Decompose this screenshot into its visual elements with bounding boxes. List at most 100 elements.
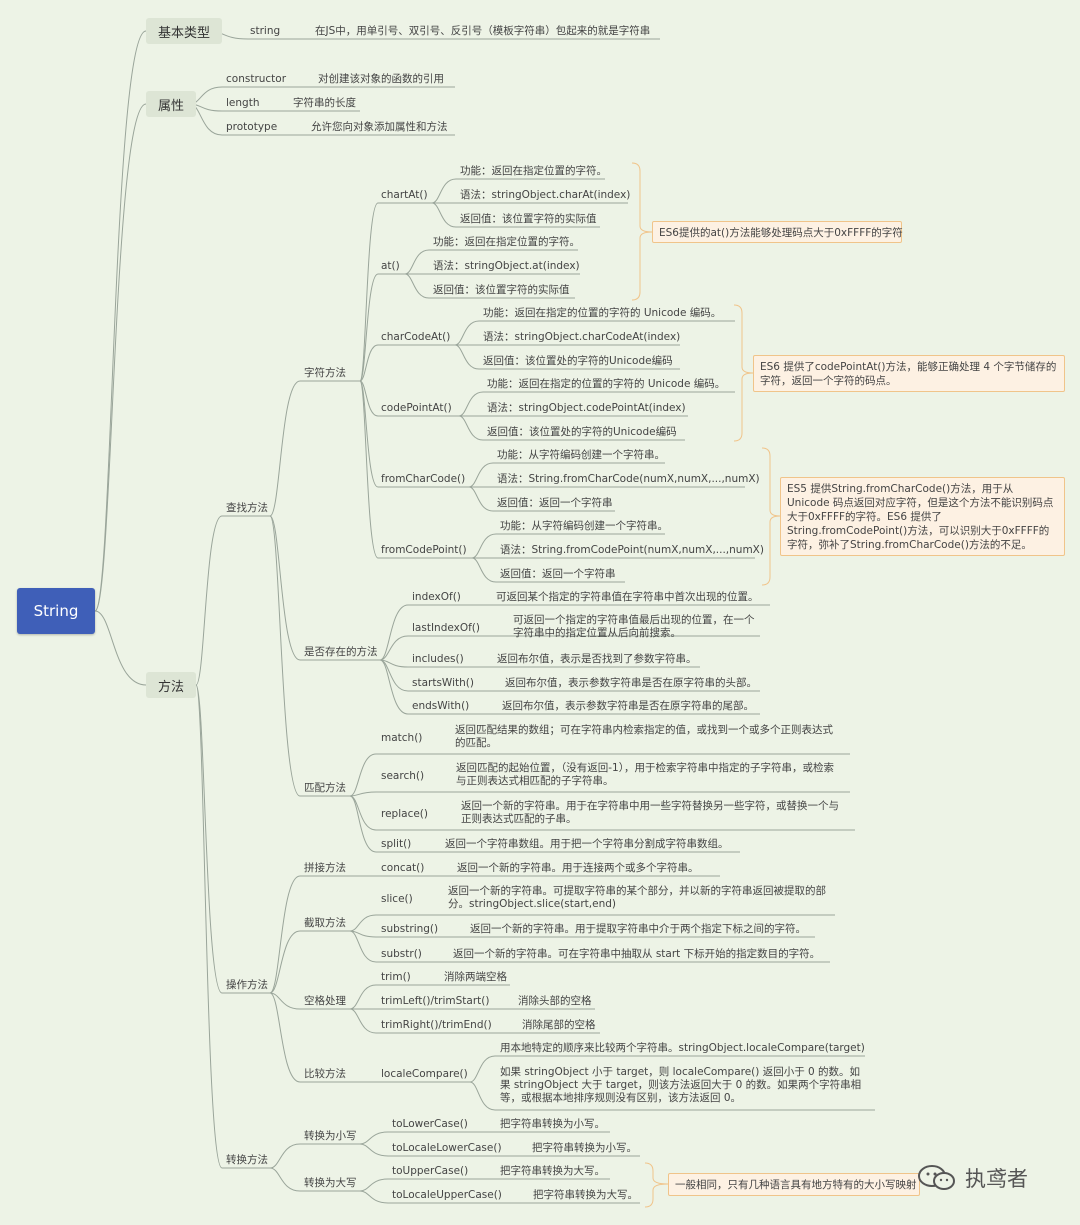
method-syntax: 语法：String.fromCharCode(numX,numX,...,num… xyxy=(497,473,760,485)
method-name[interactable]: search() xyxy=(381,770,425,782)
method-desc: 返回匹配结果的数组；可在字符串内检索指定的值，或找到一个或多个正则表达式的匹配。 xyxy=(455,724,833,749)
connector-line xyxy=(94,610,196,686)
method-name[interactable]: toUpperCase() xyxy=(392,1165,469,1177)
node-char-methods[interactable]: 字符方法 xyxy=(304,367,346,379)
method-name[interactable]: codePointAt() xyxy=(381,402,452,414)
prop-key: prototype xyxy=(226,121,278,133)
connector-line xyxy=(349,791,850,797)
method-name[interactable]: substr() xyxy=(381,948,422,960)
root-node[interactable]: String xyxy=(17,588,95,634)
method-func: 功能：返回在指定位置的字符。 xyxy=(433,236,580,248)
connector-line xyxy=(269,1143,360,1169)
method-name[interactable]: slice() xyxy=(381,893,413,905)
node-upper-methods[interactable]: 转换为大写 xyxy=(304,1177,357,1189)
method-name[interactable]: includes() xyxy=(412,653,464,665)
node-lower-methods[interactable]: 转换为小写 xyxy=(304,1130,357,1142)
method-desc: 把字符串转换为大写。 xyxy=(500,1165,605,1177)
connector-line xyxy=(349,914,835,932)
node-basic-type[interactable]: 基本类型 xyxy=(146,18,223,44)
connector-line xyxy=(471,557,625,583)
connector-line xyxy=(404,273,575,299)
method-name[interactable]: trimLeft()/trimStart() xyxy=(381,995,490,1007)
method-desc: 把字符串转换为大写。 xyxy=(533,1189,638,1201)
connector-line xyxy=(454,320,735,346)
method-name[interactable]: substring() xyxy=(381,923,439,935)
method-name[interactable]: trimRight()/trimEnd() xyxy=(381,1019,492,1031)
node-compare-methods[interactable]: 比较方法 xyxy=(304,1068,346,1080)
connector-line xyxy=(349,930,815,938)
basic-key: string xyxy=(250,25,281,37)
note-es5-fromcharcode: ES5 提供String.fromCharCode()方法，用于从 Unicod… xyxy=(780,477,1065,556)
connector-line xyxy=(733,304,754,442)
method-return: 返回值：该位置处的字符的Unicode编码 xyxy=(487,426,677,438)
method-syntax: 语法：stringObject.charCodeAt(index) xyxy=(483,331,681,343)
connector-line xyxy=(471,533,665,559)
connector-line xyxy=(359,1190,640,1204)
method-desc: 返回一个新的字符串。可提取字符串的某个部分，并以新的字符串返回被提取的部分。st… xyxy=(448,885,826,910)
method-name[interactable]: fromCodePoint() xyxy=(381,544,467,556)
prop-desc: 对创建该对象的函数的引用 xyxy=(318,73,444,85)
method-name[interactable]: localeCompare() xyxy=(381,1068,468,1080)
connector-line xyxy=(458,391,735,417)
connector-line xyxy=(404,249,578,275)
prop-desc: 字符串的长度 xyxy=(293,97,356,109)
method-name[interactable]: endsWith() xyxy=(412,700,470,712)
node-slice-methods[interactable]: 截取方法 xyxy=(304,917,346,929)
connector-line xyxy=(359,1143,640,1157)
node-concat-methods[interactable]: 拼接方法 xyxy=(304,862,346,874)
method-name[interactable]: concat() xyxy=(381,862,425,874)
method-name[interactable]: toLocaleUpperCase() xyxy=(392,1189,502,1201)
method-name[interactable]: indexOf() xyxy=(412,591,461,603)
connector-line xyxy=(359,273,405,382)
method-name[interactable]: at() xyxy=(381,260,400,272)
method-desc: 返回一个新的字符串。可在字符串中抽取从 start 下标开始的指定数目的字符。 xyxy=(453,948,821,960)
method-return: 返回值：返回一个字符串 xyxy=(500,568,616,580)
connector-line xyxy=(94,103,190,612)
node-find-methods[interactable]: 查找方法 xyxy=(226,502,268,514)
method-return: 返回值：返回一个字符串 xyxy=(497,497,613,509)
method-name[interactable]: replace() xyxy=(381,808,428,820)
method-name[interactable]: lastIndexOf() xyxy=(412,622,480,634)
node-space-methods[interactable]: 空格处理 xyxy=(304,995,346,1007)
connector-line xyxy=(761,447,781,586)
node-methods[interactable]: 方法 xyxy=(146,672,197,698)
connector-line xyxy=(269,1167,360,1192)
method-name[interactable]: startsWith() xyxy=(412,677,474,689)
method-func: 功能：返回在指定的位置的字符的 Unicode 编码。 xyxy=(483,307,722,319)
node-properties[interactable]: 属性 xyxy=(146,91,197,117)
connector-line xyxy=(269,992,350,1083)
connector-line xyxy=(269,930,350,994)
connector-line xyxy=(469,1055,865,1083)
connector-line xyxy=(359,1131,610,1145)
method-name[interactable]: split() xyxy=(381,838,412,850)
method-desc: 返回布尔值，表示是否找到了参数字符串。 xyxy=(497,653,697,665)
connector-line xyxy=(644,1162,669,1208)
method-func: 功能：从字符编码创建一个字符串。 xyxy=(500,520,668,532)
method-desc: 用本地特定的顺序来比较两个字符串。stringObject.localeComp… xyxy=(500,1042,865,1054)
method-name[interactable]: chartAt() xyxy=(381,189,428,201)
method-desc: 消除尾部的空格 xyxy=(522,1019,596,1031)
connector-line xyxy=(431,202,600,228)
method-name[interactable]: toLocaleLowerCase() xyxy=(392,1142,502,1154)
connector-line xyxy=(359,380,472,559)
method-desc: 返回一个字符串数组。用于把一个字符串分割成字符串数组。 xyxy=(445,838,729,850)
method-name[interactable]: fromCharCode() xyxy=(381,473,466,485)
connector-line xyxy=(269,515,350,797)
method-desc: 消除两端空格 xyxy=(444,971,507,983)
method-name[interactable]: trim() xyxy=(381,971,411,983)
method-name[interactable]: match() xyxy=(381,732,423,744)
method-desc: 返回匹配的起始位置，（没有返回-1），用于检索字符串中指定的子字符串，或检索与正… xyxy=(456,762,834,787)
connector-line xyxy=(349,795,740,853)
method-syntax: 语法：stringObject.codePointAt(index) xyxy=(487,402,686,414)
connector-line xyxy=(379,659,760,715)
method-name[interactable]: toLowerCase() xyxy=(392,1118,468,1130)
node-convert-methods[interactable]: 转换方法 xyxy=(226,1154,268,1166)
connector-line xyxy=(195,684,270,1169)
node-ops-methods[interactable]: 操作方法 xyxy=(226,979,268,991)
node-match-methods[interactable]: 匹配方法 xyxy=(304,782,346,794)
connector-line xyxy=(269,992,350,1010)
method-name[interactable]: charCodeAt() xyxy=(381,331,451,343)
node-exists-methods[interactable]: 是否存在的方法 xyxy=(304,646,378,658)
method-desc: 如果 stringObject 小于 target，则 localeCompar… xyxy=(500,1066,862,1104)
